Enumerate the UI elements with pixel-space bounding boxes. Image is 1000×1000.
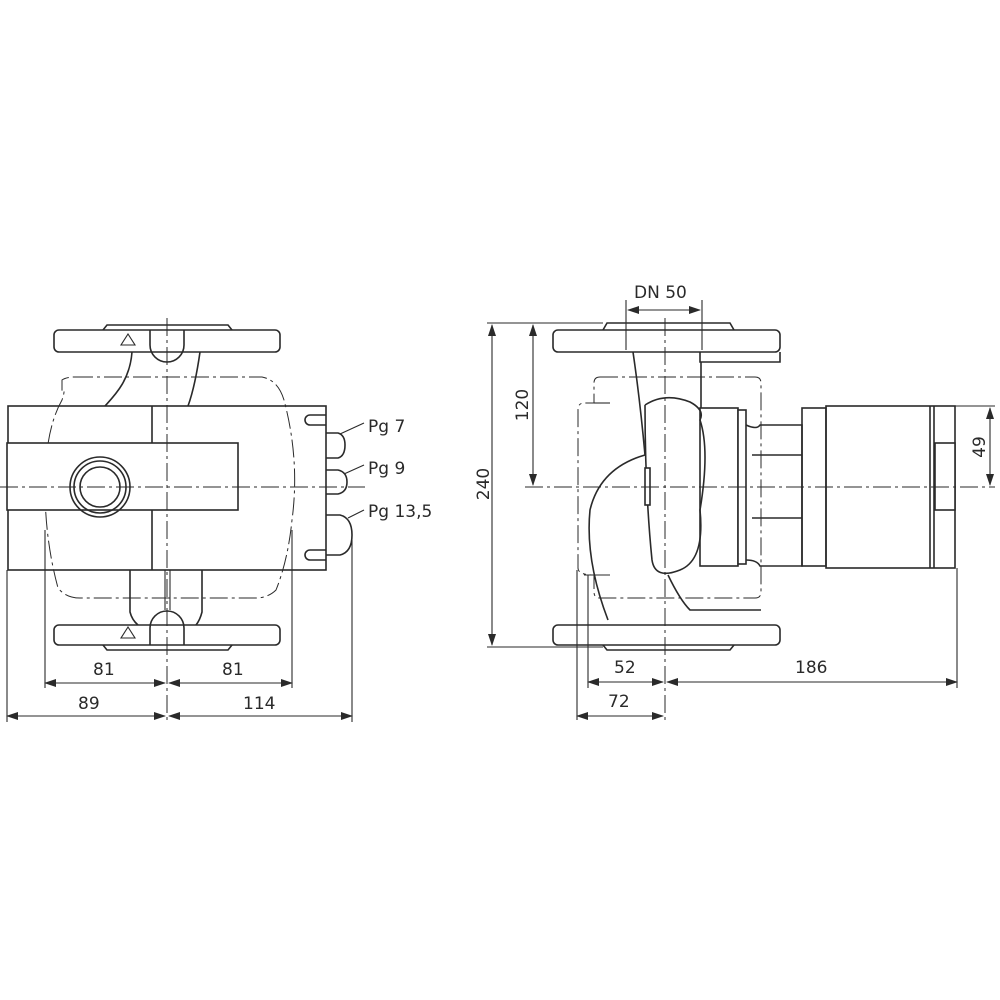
motor-end-cap bbox=[934, 442, 956, 511]
gland-pg7 bbox=[326, 432, 346, 459]
dim-72: 72 bbox=[608, 692, 630, 712]
dim-114: 114 bbox=[243, 694, 275, 714]
gland-pg13 bbox=[326, 514, 353, 556]
dim-49: 49 bbox=[970, 436, 990, 458]
gland-pg9 bbox=[326, 469, 348, 495]
dim-240: 240 bbox=[474, 468, 494, 500]
dim-dn50: DN 50 bbox=[634, 283, 687, 303]
gland-label-pg7: Pg 7 bbox=[368, 417, 405, 437]
dim-120: 120 bbox=[513, 389, 533, 421]
dim-186: 186 bbox=[795, 658, 827, 678]
flow-direction-triangle-bottom bbox=[119, 625, 137, 639]
side-view: DN 50 240 120 49 52 72 186 bbox=[474, 283, 995, 722]
dim-81-left: 81 bbox=[93, 660, 115, 680]
housing-outline bbox=[44, 376, 296, 599]
gland-label-pg13-5: Pg 13,5 bbox=[368, 502, 432, 522]
side-bottom-flange bbox=[552, 624, 781, 646]
dim-52: 52 bbox=[614, 658, 636, 678]
flow-direction-triangle-top bbox=[119, 332, 137, 346]
gland-label-pg9: Pg 9 bbox=[368, 459, 405, 479]
side-top-flange bbox=[552, 329, 781, 353]
dim-89: 89 bbox=[78, 694, 100, 714]
front-view: Pg 7 Pg 9 Pg 13,5 81 81 89 114 bbox=[0, 318, 432, 722]
volute bbox=[644, 396, 706, 575]
dim-81-right: 81 bbox=[222, 660, 244, 680]
